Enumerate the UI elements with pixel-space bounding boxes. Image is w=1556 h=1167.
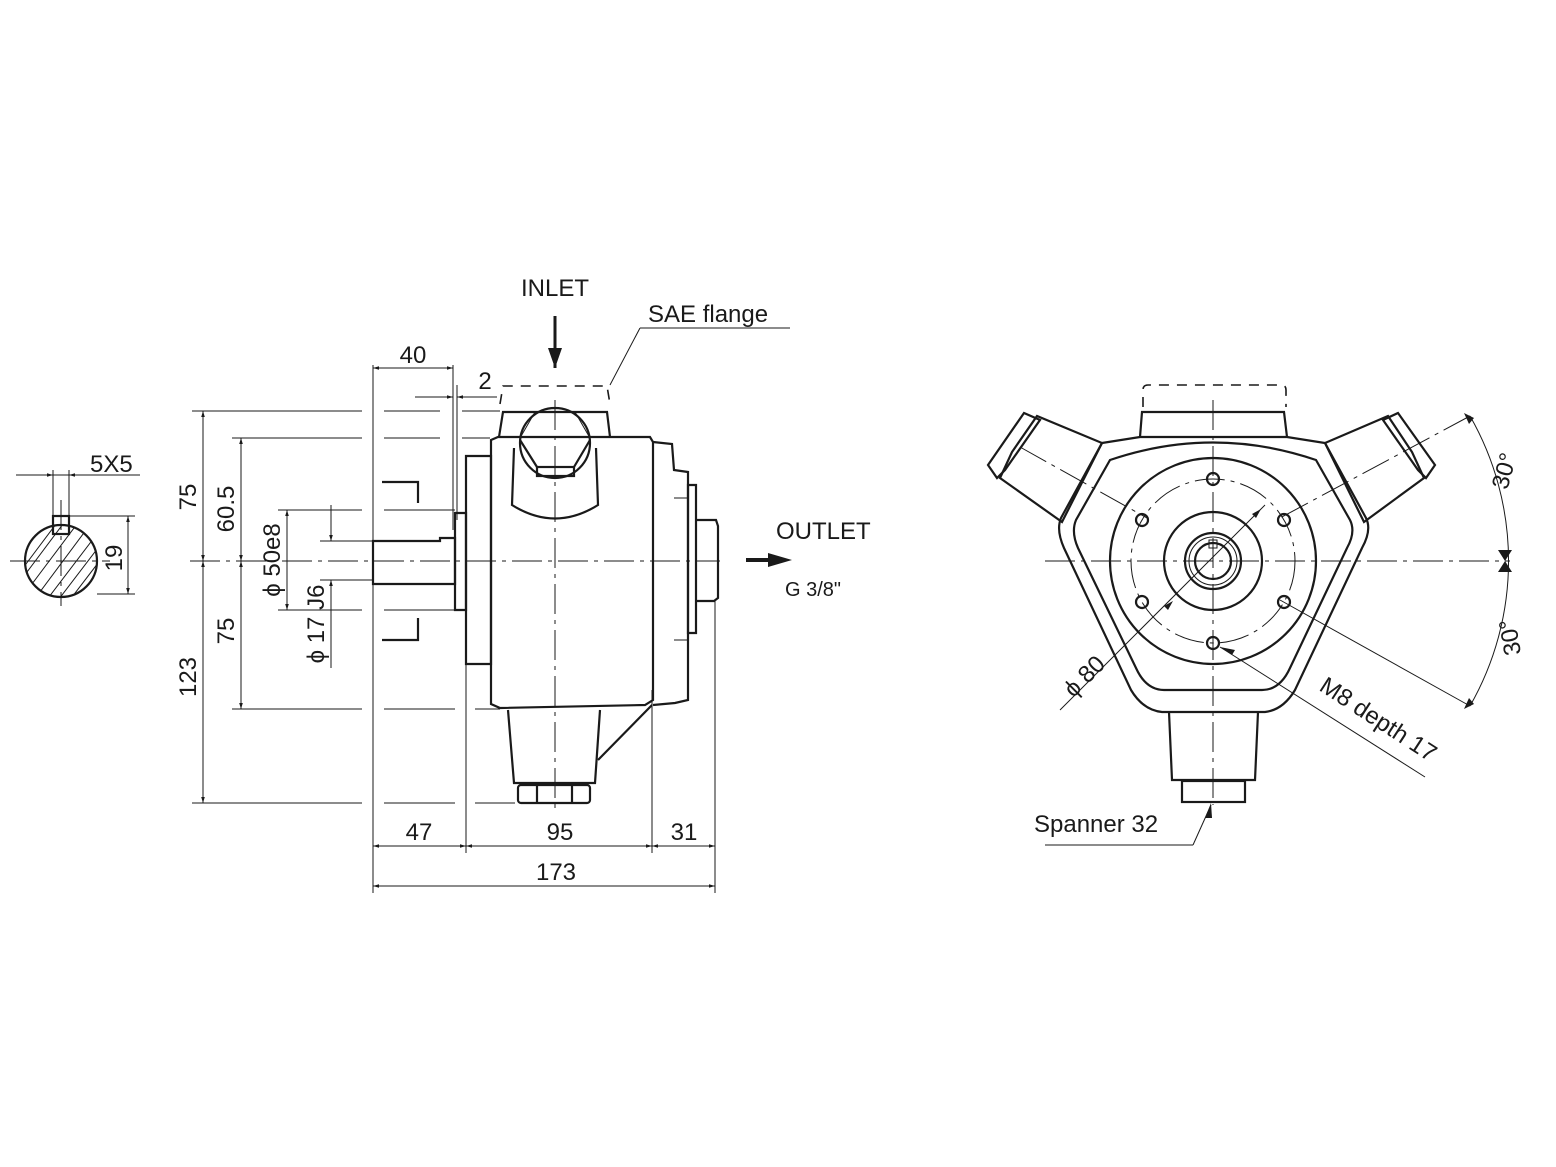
dim-17j6: ϕ 17 J6 [303,585,330,664]
spanner-label: Spanner 32 [1034,811,1158,838]
dim-50e8: ϕ 50e8 [259,523,286,597]
dim-123: 123 [175,657,202,697]
dim-47: 47 [406,819,433,846]
outlet-thread-label: G 3/8" [785,579,841,601]
dim-60-5: 60.5 [213,486,240,533]
key-height-label: 19 [101,545,128,572]
angle-bottom-label: 30° [1494,617,1527,657]
dim-95: 95 [547,819,574,846]
outlet-label: OUTLET [776,518,871,545]
dim-75-bottom: 75 [213,618,240,645]
angle-top-label: 30° [1487,450,1522,492]
front-view: ϕ 80 M8 depth 17 30° 30° Spanner 32 [986,384,1527,846]
dim-80: ϕ 80 [1059,651,1111,703]
dim-2: 2 [478,368,491,395]
dim-173: 173 [536,859,576,886]
dim-31: 31 [671,819,698,846]
sae-flange-label: SAE flange [648,301,768,328]
bolt-holes [1134,471,1292,651]
pump-housing-outline [1057,435,1370,714]
dim-75-top: 75 [175,484,202,511]
dim-40: 40 [400,342,427,369]
key-size-label: 5X5 [90,451,133,478]
shaft-section: 5X5 19 [10,451,140,606]
inlet-label: INLET [521,275,589,302]
pump-body [489,435,655,710]
side-view: 75 123 60.5 75 ϕ 50e8 ϕ 17 J6 40 2 47 95… [175,275,871,893]
